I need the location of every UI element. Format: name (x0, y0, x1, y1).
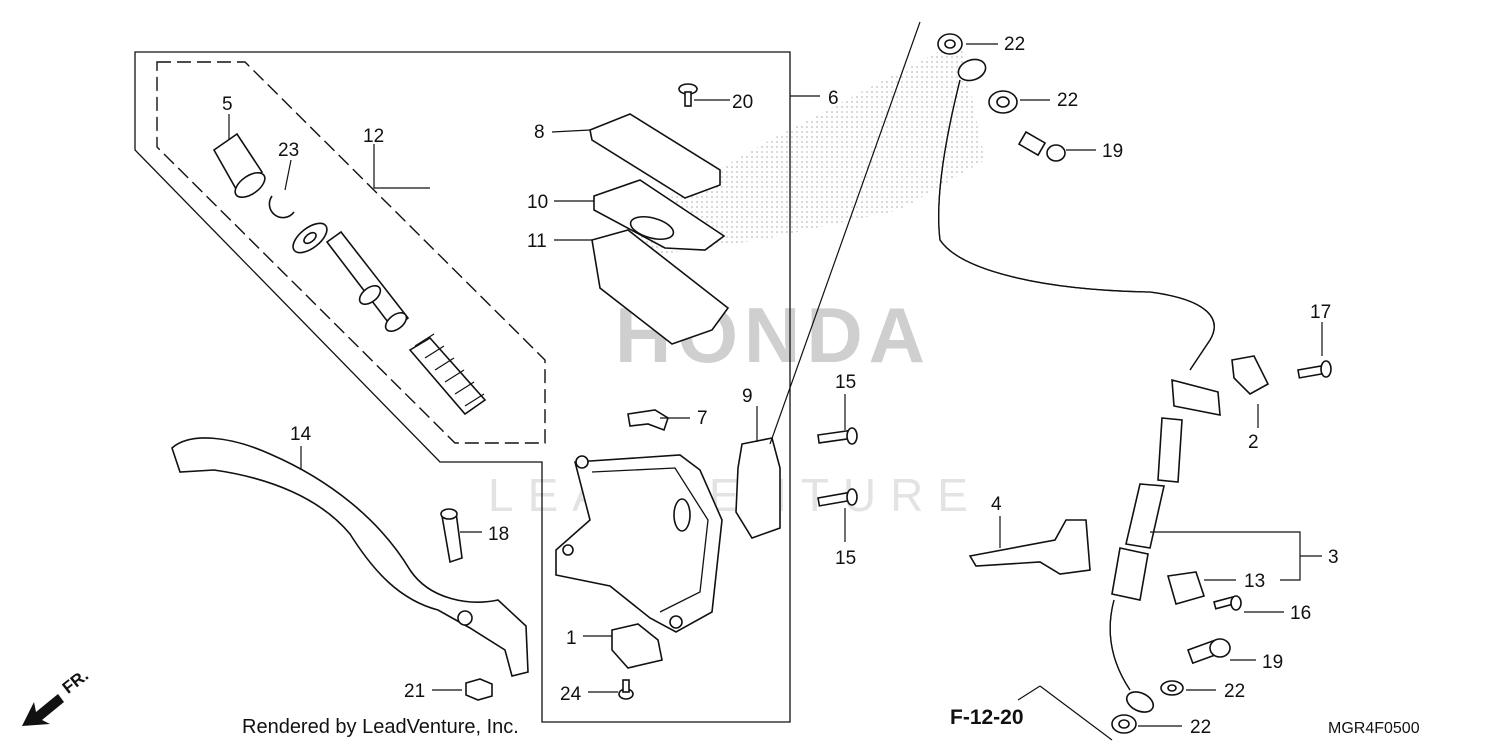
holder-bolt-upper (817, 427, 858, 445)
callout-4: 4 (991, 494, 1002, 515)
callout-19-upper: 19 (1102, 141, 1123, 162)
plate-part (627, 409, 669, 432)
switch-screw-part (618, 679, 634, 700)
callout-7: 7 (697, 408, 708, 429)
leader-lines (228, 21, 1323, 741)
oil-bolt-lower (1186, 638, 1231, 665)
callout-21: 21 (404, 681, 425, 702)
pivot-nut-part (465, 678, 493, 701)
brake-lever-part (171, 437, 529, 677)
callout-18: 18 (488, 524, 509, 545)
sealing-washer-1 (937, 33, 963, 55)
callout-6: 6 (828, 88, 839, 109)
callout-14: 14 (290, 424, 312, 445)
callout-22-b: 22 (1057, 90, 1078, 111)
master-cylinder-assembly-outline (134, 51, 791, 723)
leadventure-watermark: LEADVENTURE (488, 469, 982, 521)
circlip-part (268, 195, 295, 219)
callout-9: 9 (742, 386, 753, 407)
brake-hose-part (938, 58, 1221, 713)
piston-part (325, 230, 410, 333)
callout-15-lower: 15 (835, 548, 856, 569)
sealing-washer-4 (1111, 714, 1137, 734)
oil-bolt-upper (1017, 130, 1066, 162)
hose-clamp-lower-part (1166, 571, 1206, 605)
callout-16: 16 (1290, 603, 1311, 624)
callout-3: 3 (1328, 547, 1339, 568)
reference-figure-label: F-12-20 (950, 706, 1024, 729)
hose-bracket-part (968, 519, 1091, 575)
callout-22-c: 22 (1224, 681, 1245, 702)
bracket-bolt-part (1213, 595, 1242, 611)
spring-part (408, 333, 487, 416)
callout-10: 10 (527, 192, 548, 213)
callout-2: 2 (1248, 432, 1259, 453)
handlebar-holder-part (735, 437, 781, 539)
callout-12: 12 (363, 126, 384, 147)
callout-22-d: 22 (1190, 717, 1211, 738)
callout-1: 1 (566, 628, 577, 649)
cover-screw-part (678, 83, 698, 107)
piston-kit-outline (156, 61, 546, 444)
stop-switch-part (611, 623, 663, 669)
callout-23: 23 (278, 140, 299, 161)
callout-8: 8 (534, 122, 545, 143)
diaphragm-plate-part (593, 179, 726, 251)
reservoir-cap-part (589, 113, 721, 199)
hose-clamp-part (1231, 355, 1270, 395)
sealing-washer-2 (988, 90, 1018, 114)
callout-15-upper: 15 (835, 372, 856, 393)
callout-17: 17 (1310, 302, 1331, 323)
callout-22-a: 22 (1004, 34, 1025, 55)
sealing-washer-3 (1160, 680, 1184, 696)
callout-19-lower: 19 (1262, 652, 1283, 673)
clamp-bolt-part (1297, 360, 1332, 379)
callout-5: 5 (222, 94, 233, 115)
master-cylinder-body (555, 454, 723, 633)
render-credit: Rendered by LeadVenture, Inc. (242, 716, 519, 738)
boot-part (212, 132, 266, 199)
pivot-bolt-part (440, 508, 463, 564)
front-arrow-icon (22, 694, 64, 726)
diagram-code: MGR4F0500 (1328, 720, 1420, 737)
washer-part (292, 222, 328, 254)
callout-11: 11 (527, 231, 547, 252)
holder-bolt-lower (817, 488, 858, 507)
callout-13: 13 (1244, 571, 1265, 592)
callout-24: 24 (560, 684, 582, 705)
diaphragm-part (591, 229, 730, 345)
callout-20: 20 (732, 92, 753, 113)
